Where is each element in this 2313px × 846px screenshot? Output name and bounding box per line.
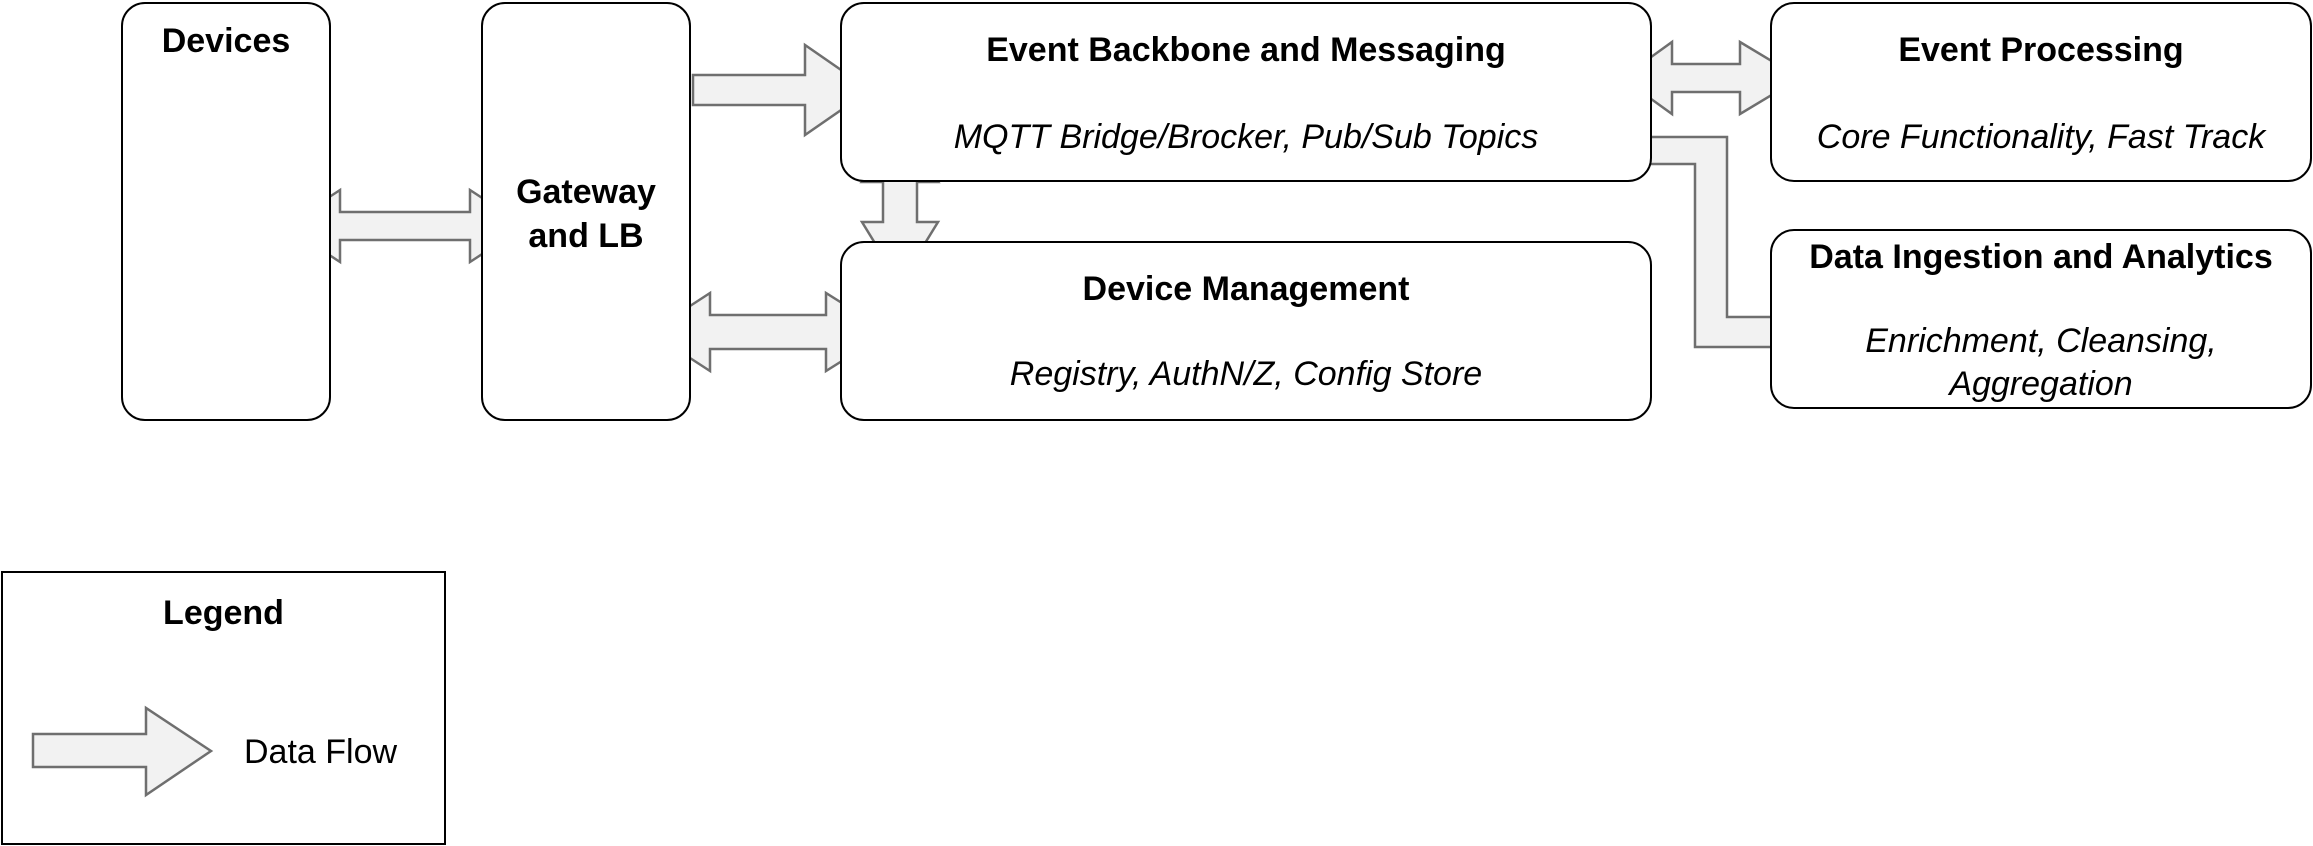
device-management-node: Device Management Registry, AuthN/Z, Con… [840,241,1652,421]
legend-item-data-flow-label: Data Flow [244,733,398,771]
event-processing-node: Event Processing Core Functionality, Fas… [1770,2,2312,182]
legend-title: Legend [163,594,284,632]
gateway-title-line2: and LB [528,217,644,255]
gateway-node: Gateway and LB [481,2,691,421]
event-backbone-node: Event Backbone and Messaging MQTT Bridge… [840,2,1652,182]
device-management-subtitle: Registry, AuthN/Z, Config Store [1009,355,1483,393]
data-ingestion-title: Data Ingestion and Analytics [1809,238,2273,276]
event-processing-subtitle: Core Functionality, Fast Track [1816,118,2266,156]
event-processing-title: Event Processing [1898,31,2184,69]
gateway-title: Gateway and LB [483,170,689,258]
data-ingestion-subtitle: Enrichment, Cleansing, Aggregation [1772,320,2310,406]
device-management-title: Device Management [1082,270,1410,308]
data-ingestion-node: Data Ingestion and Analytics Enrichment,… [1770,229,2312,409]
devices-node: Devices [121,2,331,421]
devices-title: Devices [161,22,291,60]
gateway-title-line1: Gateway [516,173,656,211]
event-backbone-subtitle: MQTT Bridge/Brocker, Pub/Sub Topics [953,118,1539,156]
data-ingestion-subtitle-line1: Enrichment, Cleansing, [1865,322,2217,360]
legend: Legend Data Flow [1,571,446,845]
arrow-gateway-event-backbone [691,42,873,138]
legend-data-flow-arrow [31,705,214,798]
data-ingestion-subtitle-line2: Aggregation [1949,365,2133,403]
event-backbone-title: Event Backbone and Messaging [986,31,1506,69]
